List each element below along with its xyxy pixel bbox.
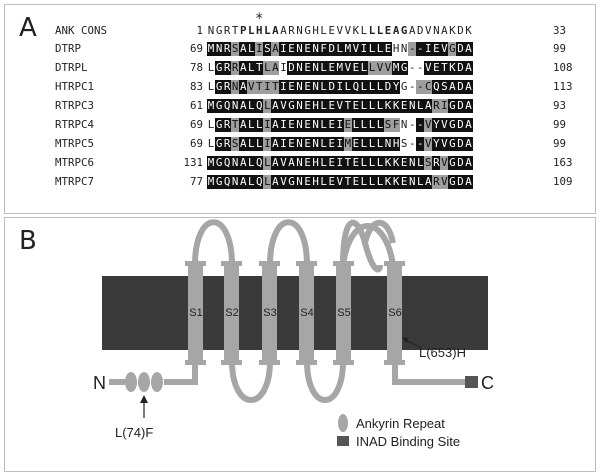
sequence-start: 61 bbox=[189, 99, 203, 112]
inad-binding-site bbox=[465, 376, 478, 388]
sequence-end: 113 bbox=[553, 80, 573, 93]
panel-a-label: A bbox=[19, 13, 37, 43]
pore-loop-c bbox=[362, 220, 396, 244]
intracellular-loops bbox=[164, 360, 466, 403]
sequence-name: DTRP bbox=[55, 42, 82, 55]
loop-s3-s4 bbox=[267, 219, 310, 266]
sequence-start: 69 bbox=[189, 137, 203, 150]
pore-loop-b bbox=[340, 223, 396, 266]
helix-label-s1: S1 bbox=[189, 307, 202, 319]
sequence-name: ANK CONS bbox=[55, 24, 108, 37]
sequence-start: 1 bbox=[196, 24, 203, 37]
sequence-name: MTRPC6 bbox=[55, 156, 95, 169]
mutation-l74f: L(74)F bbox=[115, 395, 153, 440]
c-terminal-tail bbox=[392, 361, 466, 385]
ankyrin-repeat-3 bbox=[151, 372, 163, 392]
n-terminus-label: N bbox=[93, 373, 106, 393]
sequence-end: 163 bbox=[553, 156, 573, 169]
panel-b-label: B bbox=[19, 226, 37, 256]
sequence-start: 77 bbox=[189, 175, 203, 188]
ankyrin-repeat-2 bbox=[138, 372, 150, 392]
sequence-end: 99 bbox=[553, 137, 567, 150]
n-terminal-tail bbox=[164, 361, 198, 385]
extracellular-loops bbox=[192, 219, 396, 273]
helix-label-s3: S3 bbox=[263, 307, 276, 319]
sequence-start: 131 bbox=[183, 156, 203, 169]
helix-label-s2: S2 bbox=[225, 307, 238, 319]
sequence-end: 108 bbox=[553, 61, 573, 74]
loop-s2-s3 bbox=[229, 360, 273, 403]
inad-legend-icon bbox=[337, 436, 349, 446]
sequence-name: RTRPC4 bbox=[55, 118, 95, 131]
conserved-site-asterisk: * bbox=[255, 11, 264, 27]
helix-s1 bbox=[188, 261, 203, 365]
helix-label-s5: S5 bbox=[337, 307, 350, 319]
helix-label-s6: S6 bbox=[388, 307, 401, 319]
sequence-name: MTRPC5 bbox=[55, 137, 95, 150]
sequence-end: 93 bbox=[553, 99, 567, 112]
membrane-band bbox=[102, 276, 488, 350]
panel-b: B bbox=[4, 217, 596, 472]
sequence-name: RTRPC3 bbox=[55, 99, 95, 112]
sequence-name: MTRPC7 bbox=[55, 175, 95, 188]
mutation-l653h-label: L(653)H bbox=[419, 345, 466, 360]
sequence-end: 99 bbox=[553, 42, 567, 55]
loop-s1-s2 bbox=[192, 219, 235, 266]
legend-inad-label: INAD Binding Site bbox=[356, 434, 460, 449]
helix-label-s4: S4 bbox=[300, 307, 313, 319]
legend-ankyrin-label: Ankyrin Repeat bbox=[356, 416, 445, 431]
c-terminus-label: C bbox=[481, 373, 494, 393]
sequence-start: 83 bbox=[189, 80, 203, 93]
sequence-start: 69 bbox=[189, 42, 203, 55]
sequence-end: 109 bbox=[553, 175, 573, 188]
loop-s4-s5 bbox=[304, 360, 346, 403]
legend: Ankyrin Repeat INAD Binding Site bbox=[337, 414, 460, 449]
helix-s2 bbox=[224, 261, 239, 365]
sequence-name: HTRPC1 bbox=[55, 80, 95, 93]
helix-s6 bbox=[387, 261, 402, 365]
mutation-l74f-label: L(74)F bbox=[115, 425, 153, 440]
helix-s5 bbox=[336, 261, 351, 365]
ankyrin-repeats bbox=[125, 372, 163, 392]
sequence-end: 33 bbox=[553, 24, 567, 37]
sequence-name: DTRPL bbox=[55, 61, 88, 74]
sequence-end: 99 bbox=[553, 118, 567, 131]
trp-topology-diagram: S1 S2 S3 S4 S5 S6 N C L(653)H L(74)F bbox=[93, 219, 494, 449]
ankyrin-repeat-1 bbox=[125, 372, 137, 392]
ankyrin-repeat-legend-icon bbox=[338, 414, 348, 432]
sequence-start: 69 bbox=[189, 118, 203, 131]
mutation-l653h: L(653)H bbox=[402, 337, 466, 360]
helix-s4 bbox=[299, 261, 314, 365]
helix-s3 bbox=[262, 261, 277, 365]
transmembrane-helices bbox=[185, 261, 405, 365]
sequence-start: 78 bbox=[189, 61, 203, 74]
